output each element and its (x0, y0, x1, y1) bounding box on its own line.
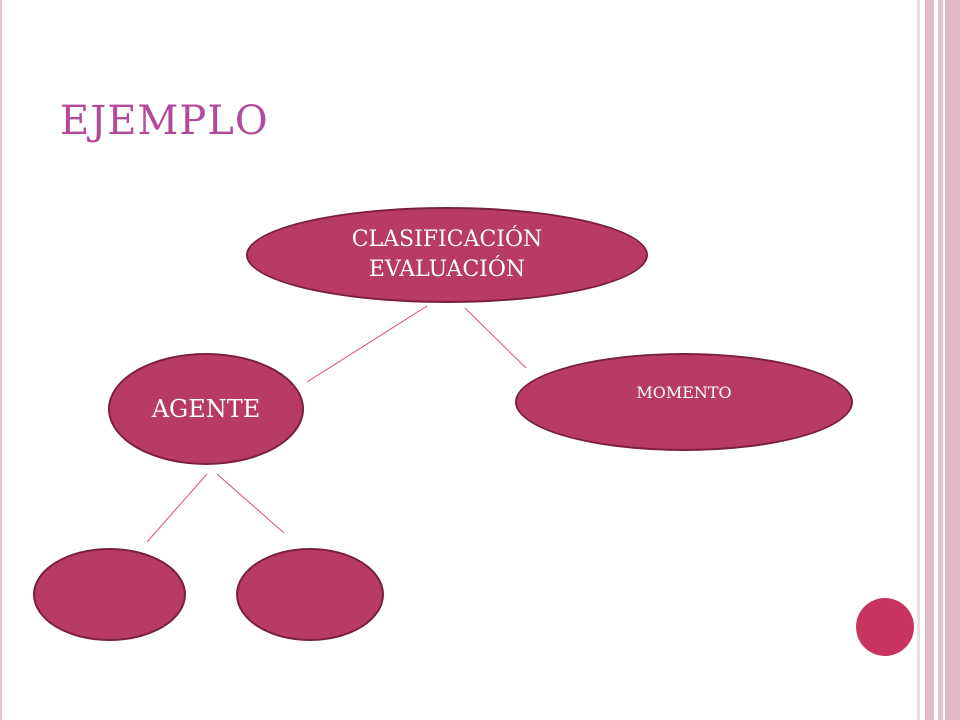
agent-child-node-right (236, 548, 384, 641)
connector-root-to-momento (464, 307, 527, 369)
root-node-line1: CLASIFICACIÓN (351, 227, 543, 252)
left-border (0, 0, 8, 720)
right-decorative-stripes (917, 0, 960, 720)
slide-title: EJEMPLO (60, 98, 269, 144)
root-node: CLASIFICACIÓN EVALUACIÓN (246, 207, 648, 303)
connector-agent-to-leaf-left (146, 473, 208, 543)
connector-root-to-agent (306, 305, 428, 383)
agent-node: AGENTE (108, 353, 304, 465)
decorative-circle (856, 598, 914, 656)
root-node-line2: EVALUACIÓN (368, 257, 526, 282)
agent-node-label: AGENTE (151, 395, 261, 423)
connector-agent-to-leaf-right (216, 473, 285, 534)
momento-node-label: MOMENTO (636, 382, 732, 402)
momento-node: MOMENTO (515, 353, 853, 451)
agent-child-node-left (33, 548, 186, 641)
